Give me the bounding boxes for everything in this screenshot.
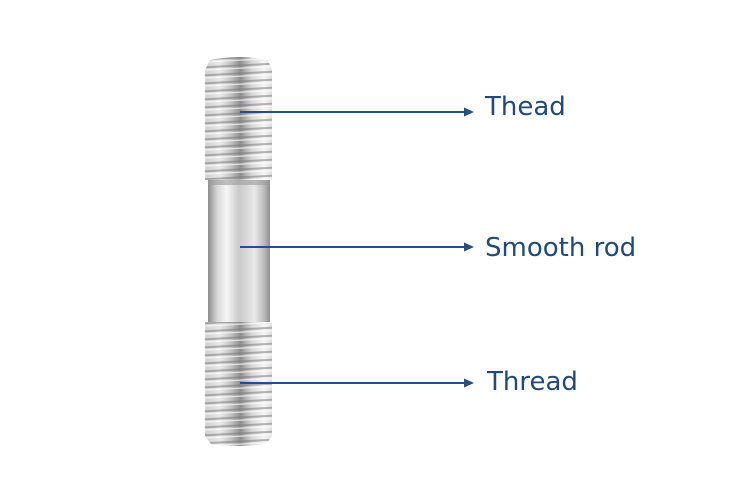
- label-bottom-thread: Thread: [487, 367, 578, 397]
- leader-lines: [240, 107, 474, 388]
- bottom-thread: [205, 322, 272, 446]
- label-top-thread: Thead: [485, 92, 566, 122]
- smooth-rod: [208, 180, 270, 324]
- top-thread: [205, 57, 272, 180]
- label-smooth-rod: Smooth rod: [485, 233, 637, 263]
